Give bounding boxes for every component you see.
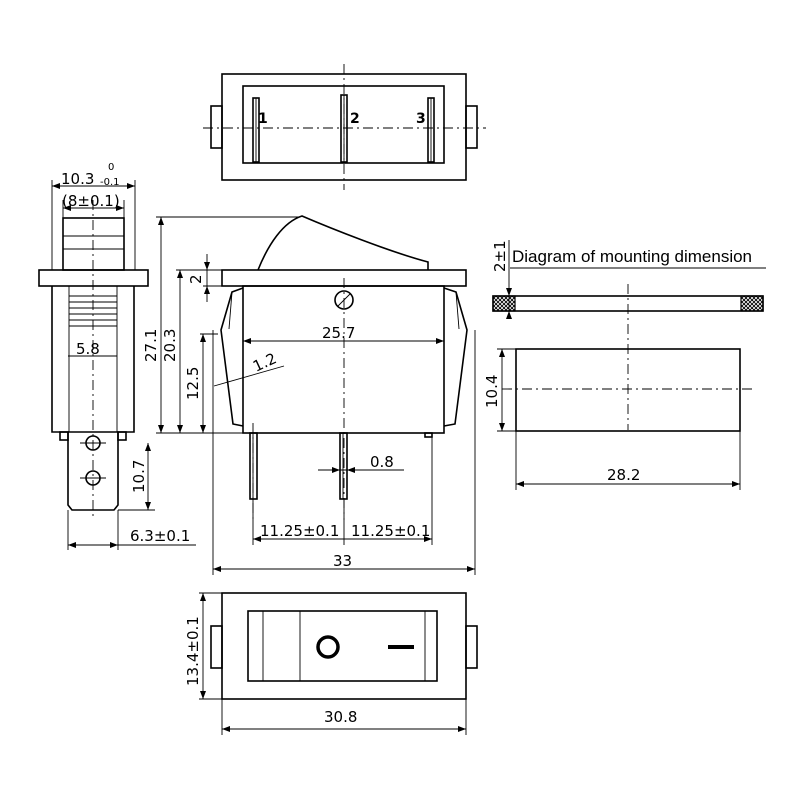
pivot-mark — [334, 290, 354, 310]
side-view-flange — [38, 269, 149, 287]
dim-pin-pitch-left: 11.25±0.1 — [260, 522, 339, 540]
dim-bottom-length: 30.8 — [324, 708, 357, 726]
side-view-rocker — [62, 217, 125, 271]
dim-pin-pitch-right: 11.25±0.1 — [351, 522, 430, 540]
dim-terminal-width: 6.3±0.1 — [130, 527, 190, 545]
off-symbol-icon — [316, 635, 340, 659]
dim-pin-thickness: 0.8 — [370, 453, 394, 471]
dim-body-length: 25.7 — [322, 324, 355, 342]
dim-bottom-height: 13.4±0.1 — [184, 616, 202, 686]
mounting-cutout — [515, 348, 741, 432]
front-view-dimensions: 27.1 20.3 2 12.5 1.2 25.7 0.8 11.25±0.1 … — [142, 216, 476, 575]
bottom-view-rocker — [247, 610, 438, 682]
top-view: 1 2 3 — [203, 64, 486, 190]
pin-left — [249, 432, 258, 500]
front-view — [220, 215, 468, 520]
dim-flange-thickness: 2 — [187, 274, 205, 284]
top-view-body — [242, 85, 445, 164]
terminal-1-label: 1 — [258, 111, 268, 127]
dimension-arrows — [52, 183, 740, 732]
dim-side-width: 10.3 — [61, 170, 94, 188]
front-view-rocker — [257, 215, 429, 271]
dim-inner-width: (8±0.1) — [62, 192, 120, 210]
dim-panel-thickness: 2±1 — [491, 240, 509, 272]
on-symbol-icon — [388, 645, 414, 649]
dim-terminal-pitch-side: 10.7 — [130, 460, 148, 493]
front-view-left-latch — [220, 287, 244, 427]
side-view-dimensions: 10.3 0 -0.1 (8±0.1) 5.8 10.7 6.3±0.1 — [51, 162, 196, 550]
mounting-title: Diagram of mounting dimension — [512, 247, 752, 266]
bottom-view: 13.4±0.1 30.8 — [184, 592, 478, 735]
dim-overall-length: 33 — [333, 552, 352, 570]
dim-latch-height: 12.5 — [184, 367, 202, 400]
dim-total-height: 27.1 — [142, 329, 160, 362]
bottom-view-left-tab — [210, 625, 223, 669]
dim-cutout-length: 28.2 — [607, 466, 640, 484]
mounting-diagram: Diagram of mounting dimension 2±1 10.4 2… — [483, 240, 766, 490]
terminal-2-label: 2 — [350, 111, 360, 127]
dim-side-width-lower-tol: -0.1 — [100, 177, 120, 188]
dim-side-width-upper-tol: 0 — [108, 162, 114, 173]
top-view-left-tab — [210, 105, 223, 149]
terminal-3-label: 3 — [416, 111, 426, 127]
bottom-view-right-tab — [465, 625, 478, 669]
dim-rocker-offset: 5.8 — [76, 340, 100, 358]
pin-center — [339, 432, 348, 500]
dim-latch-thickness: 1.2 — [250, 349, 279, 375]
bottom-view-flange — [221, 592, 467, 700]
front-view-right-latch — [443, 287, 468, 427]
dim-body-height: 20.3 — [161, 329, 179, 362]
top-view-right-tab — [465, 105, 478, 149]
side-view — [38, 200, 149, 520]
dim-cutout-height: 10.4 — [483, 375, 501, 408]
